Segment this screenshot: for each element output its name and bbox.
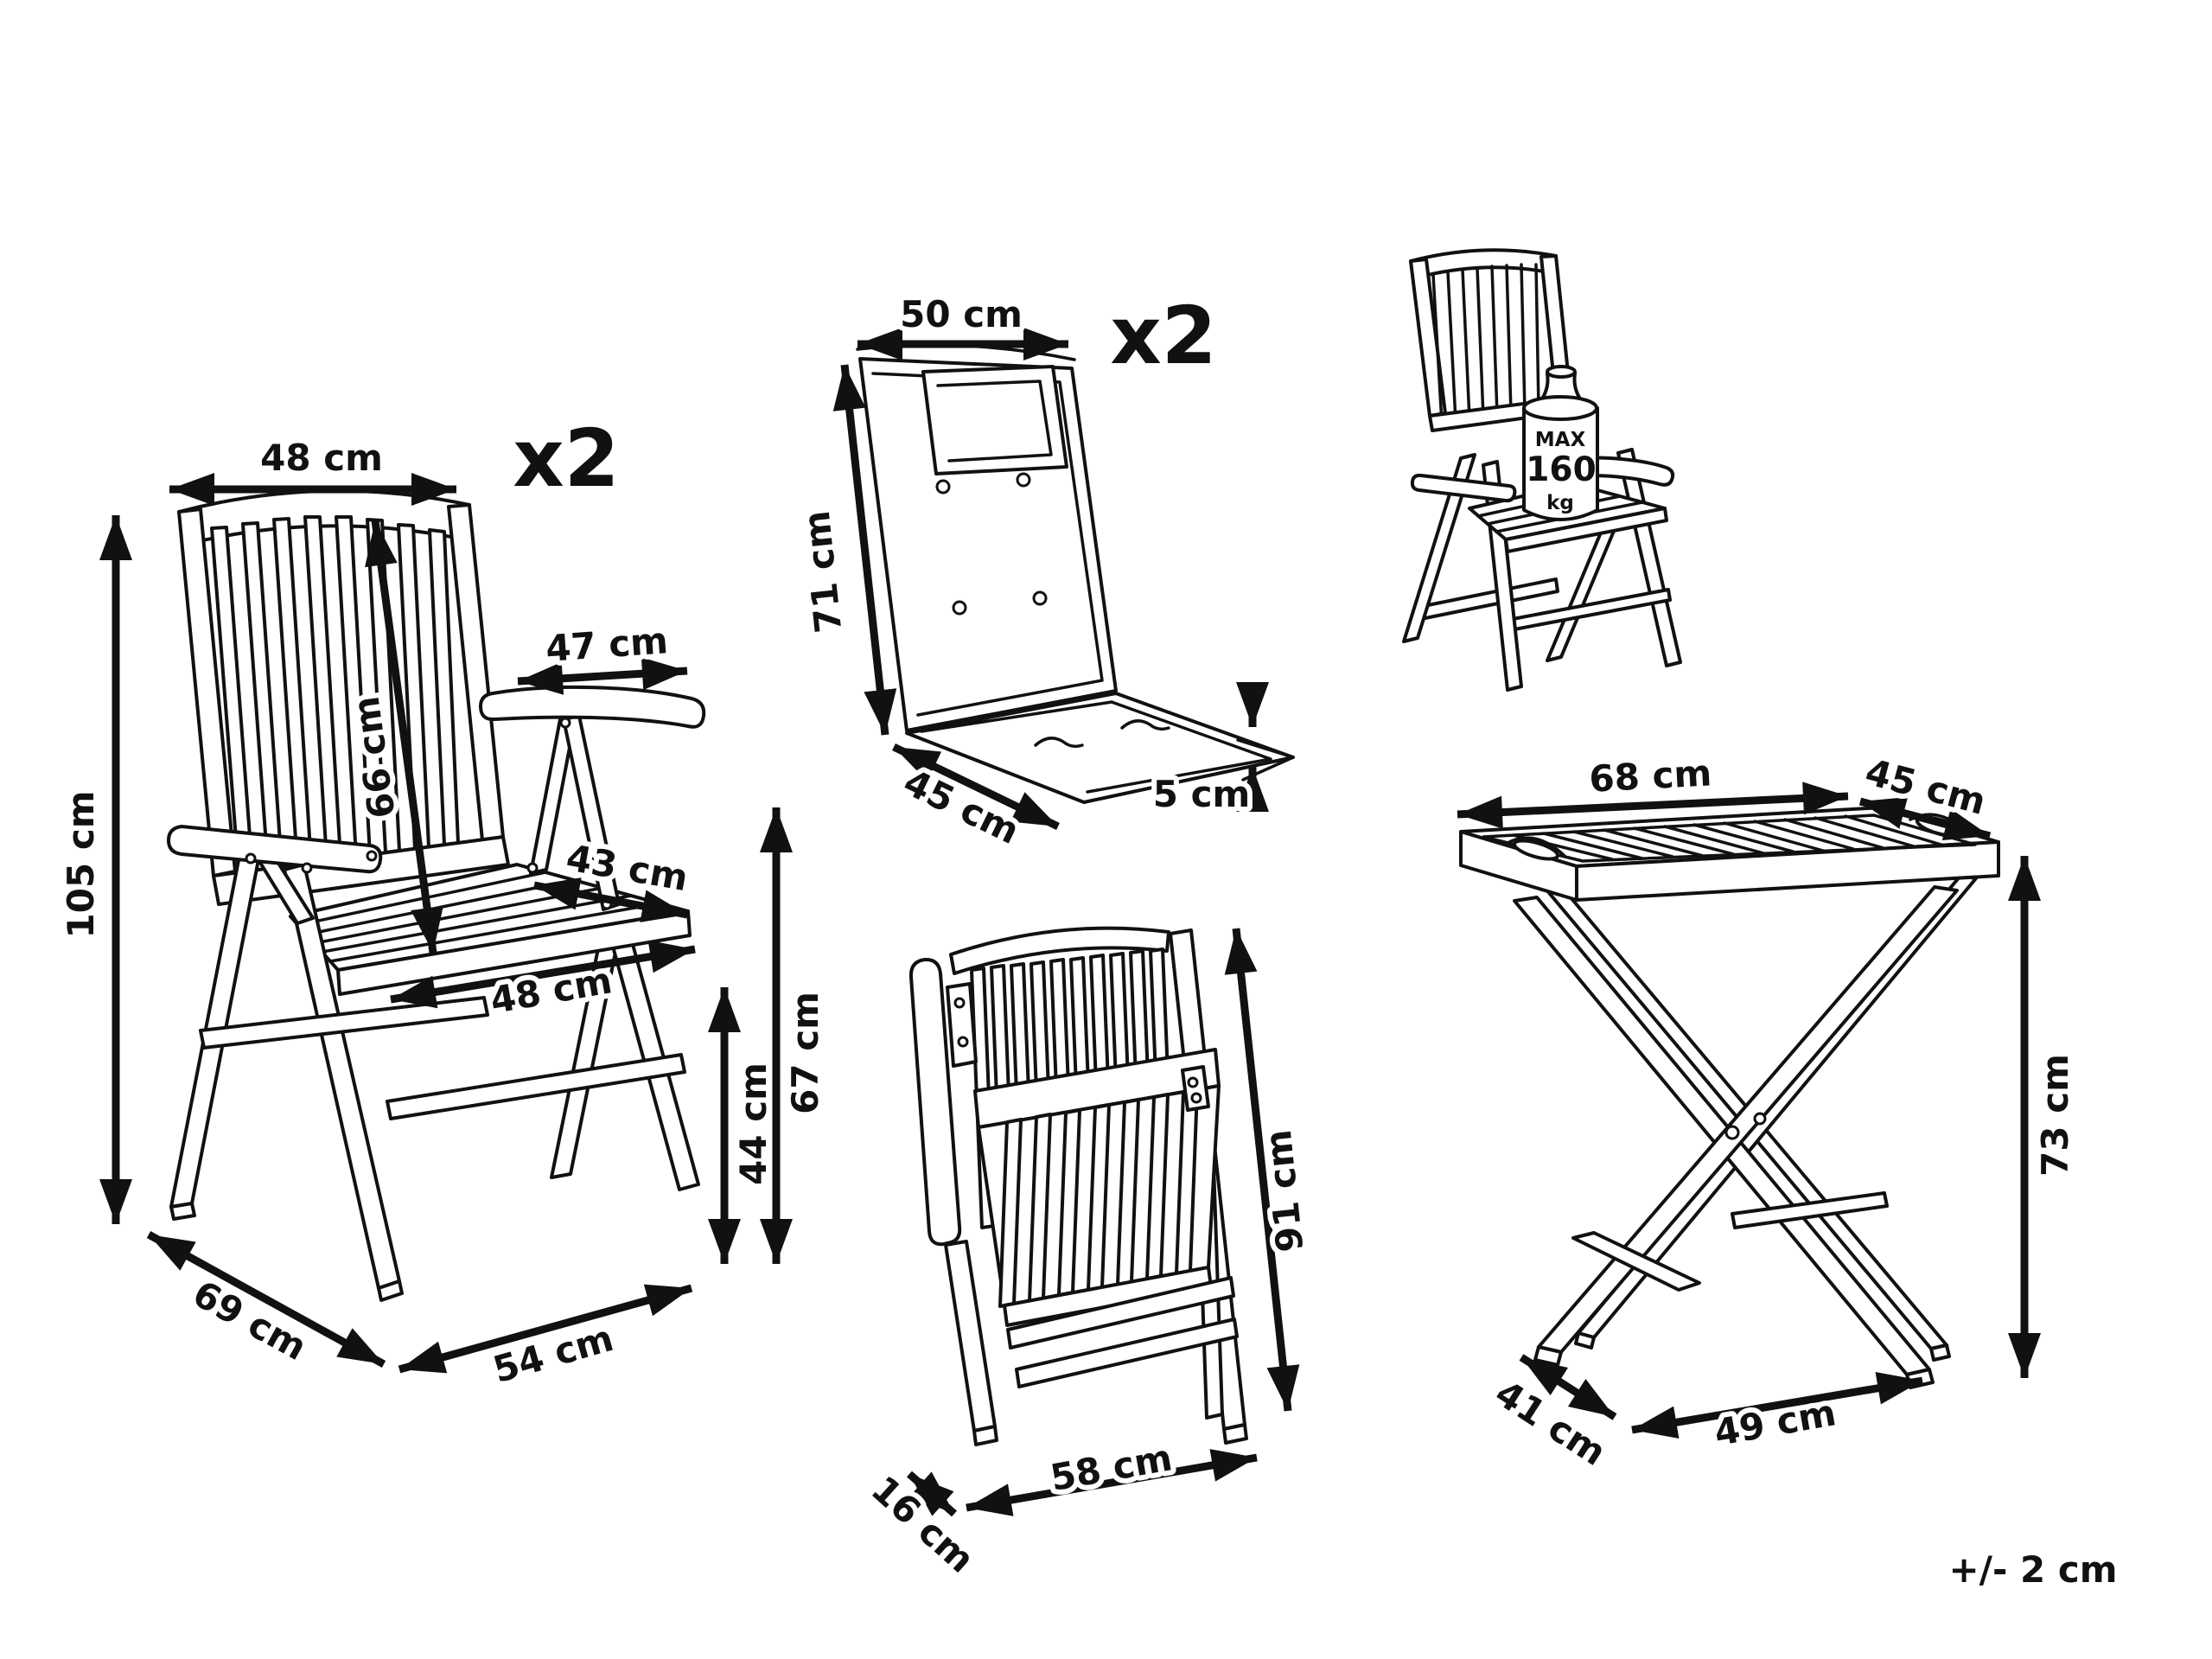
chair-height-label: 105 cm bbox=[60, 791, 102, 939]
chair-armrest-height-label: 67 cm bbox=[784, 992, 826, 1114]
folded-height-label: 91 cm bbox=[1257, 1127, 1312, 1254]
cushion-back-height-label: 71 cm bbox=[795, 508, 851, 635]
table-top-depth-arrow bbox=[1858, 797, 1992, 840]
table-legs bbox=[1513, 874, 1978, 1389]
chair-top-width-label: 48 cm bbox=[260, 437, 383, 479]
chair-armrest-length-arrow bbox=[517, 657, 688, 695]
cushion-head-pillow bbox=[921, 365, 1068, 475]
chair-back-diagonal-arrow bbox=[365, 520, 443, 954]
folded-chair-armrest bbox=[908, 957, 1210, 1247]
weight-icon: MAX 160 kg bbox=[1522, 365, 1599, 521]
cushion-seat-panel bbox=[905, 692, 1295, 804]
folded-chair-illustration bbox=[908, 926, 1248, 1446]
cushion-thickness-label: 5 cm bbox=[1153, 773, 1251, 815]
reclining-chair-illustration bbox=[167, 488, 706, 1302]
weight-value-label: 160 bbox=[1526, 450, 1596, 489]
dimension-arrows bbox=[99, 328, 2041, 1517]
chair-seat-width-arrow bbox=[390, 940, 696, 1009]
cushion-back-height-arrow bbox=[832, 364, 897, 736]
table-base-depth-label: 41 cm bbox=[1488, 1372, 1614, 1474]
table-base-width-arrow bbox=[1631, 1371, 1923, 1439]
chair-quantity-label: x2 bbox=[513, 412, 619, 505]
table-tray bbox=[1459, 806, 2000, 902]
tolerance-note: +/- 2 cm bbox=[1948, 1548, 2117, 1591]
folded-width-arrow bbox=[966, 1449, 1258, 1516]
chair-near-legs bbox=[169, 849, 489, 1302]
chair-seat-depth-arrow bbox=[533, 877, 688, 922]
max-load-chair-illustration: MAX 160 kg bbox=[1402, 248, 1682, 692]
weight-unit-label: kg bbox=[1546, 492, 1574, 514]
folded-chair-seat bbox=[973, 1048, 1221, 1327]
cushion-buttons bbox=[935, 472, 1048, 616]
cushion-width-label: 50 cm bbox=[900, 293, 1023, 335]
table-top-width-arrow bbox=[1457, 782, 1849, 829]
cushion-seat-depth-label: 45 cm bbox=[897, 761, 1026, 852]
chair-seat-height-label: 44 cm bbox=[732, 1062, 775, 1185]
chair-footprint-depth-arrow bbox=[146, 1231, 386, 1368]
folded-width-label: 58 cm bbox=[1047, 1436, 1175, 1499]
weight-max-label: MAX bbox=[1535, 429, 1586, 451]
tray-table-illustration bbox=[1459, 806, 2000, 1389]
load-chair-backrest bbox=[1409, 248, 1575, 432]
cushion-illustration bbox=[856, 343, 1295, 804]
folded-height-arrow bbox=[1224, 928, 1300, 1412]
table-base-depth-arrow bbox=[1519, 1354, 1617, 1420]
chair-armrests bbox=[167, 685, 706, 925]
table-handle-left bbox=[1506, 836, 1566, 861]
table-base-width-label: 49 cm bbox=[1711, 1391, 1839, 1454]
chair-armrest-length-label: 47 cm bbox=[545, 619, 670, 670]
cushion-seat-depth-arrow bbox=[892, 743, 1060, 831]
folded-depth-arrow bbox=[907, 1471, 957, 1517]
cushion-quantity-label: x2 bbox=[1110, 290, 1216, 382]
table-height-label: 73 cm bbox=[2034, 1054, 2076, 1177]
chair-footprint-width-arrow bbox=[398, 1284, 693, 1374]
table-top-width-label: 68 cm bbox=[1588, 751, 1712, 800]
